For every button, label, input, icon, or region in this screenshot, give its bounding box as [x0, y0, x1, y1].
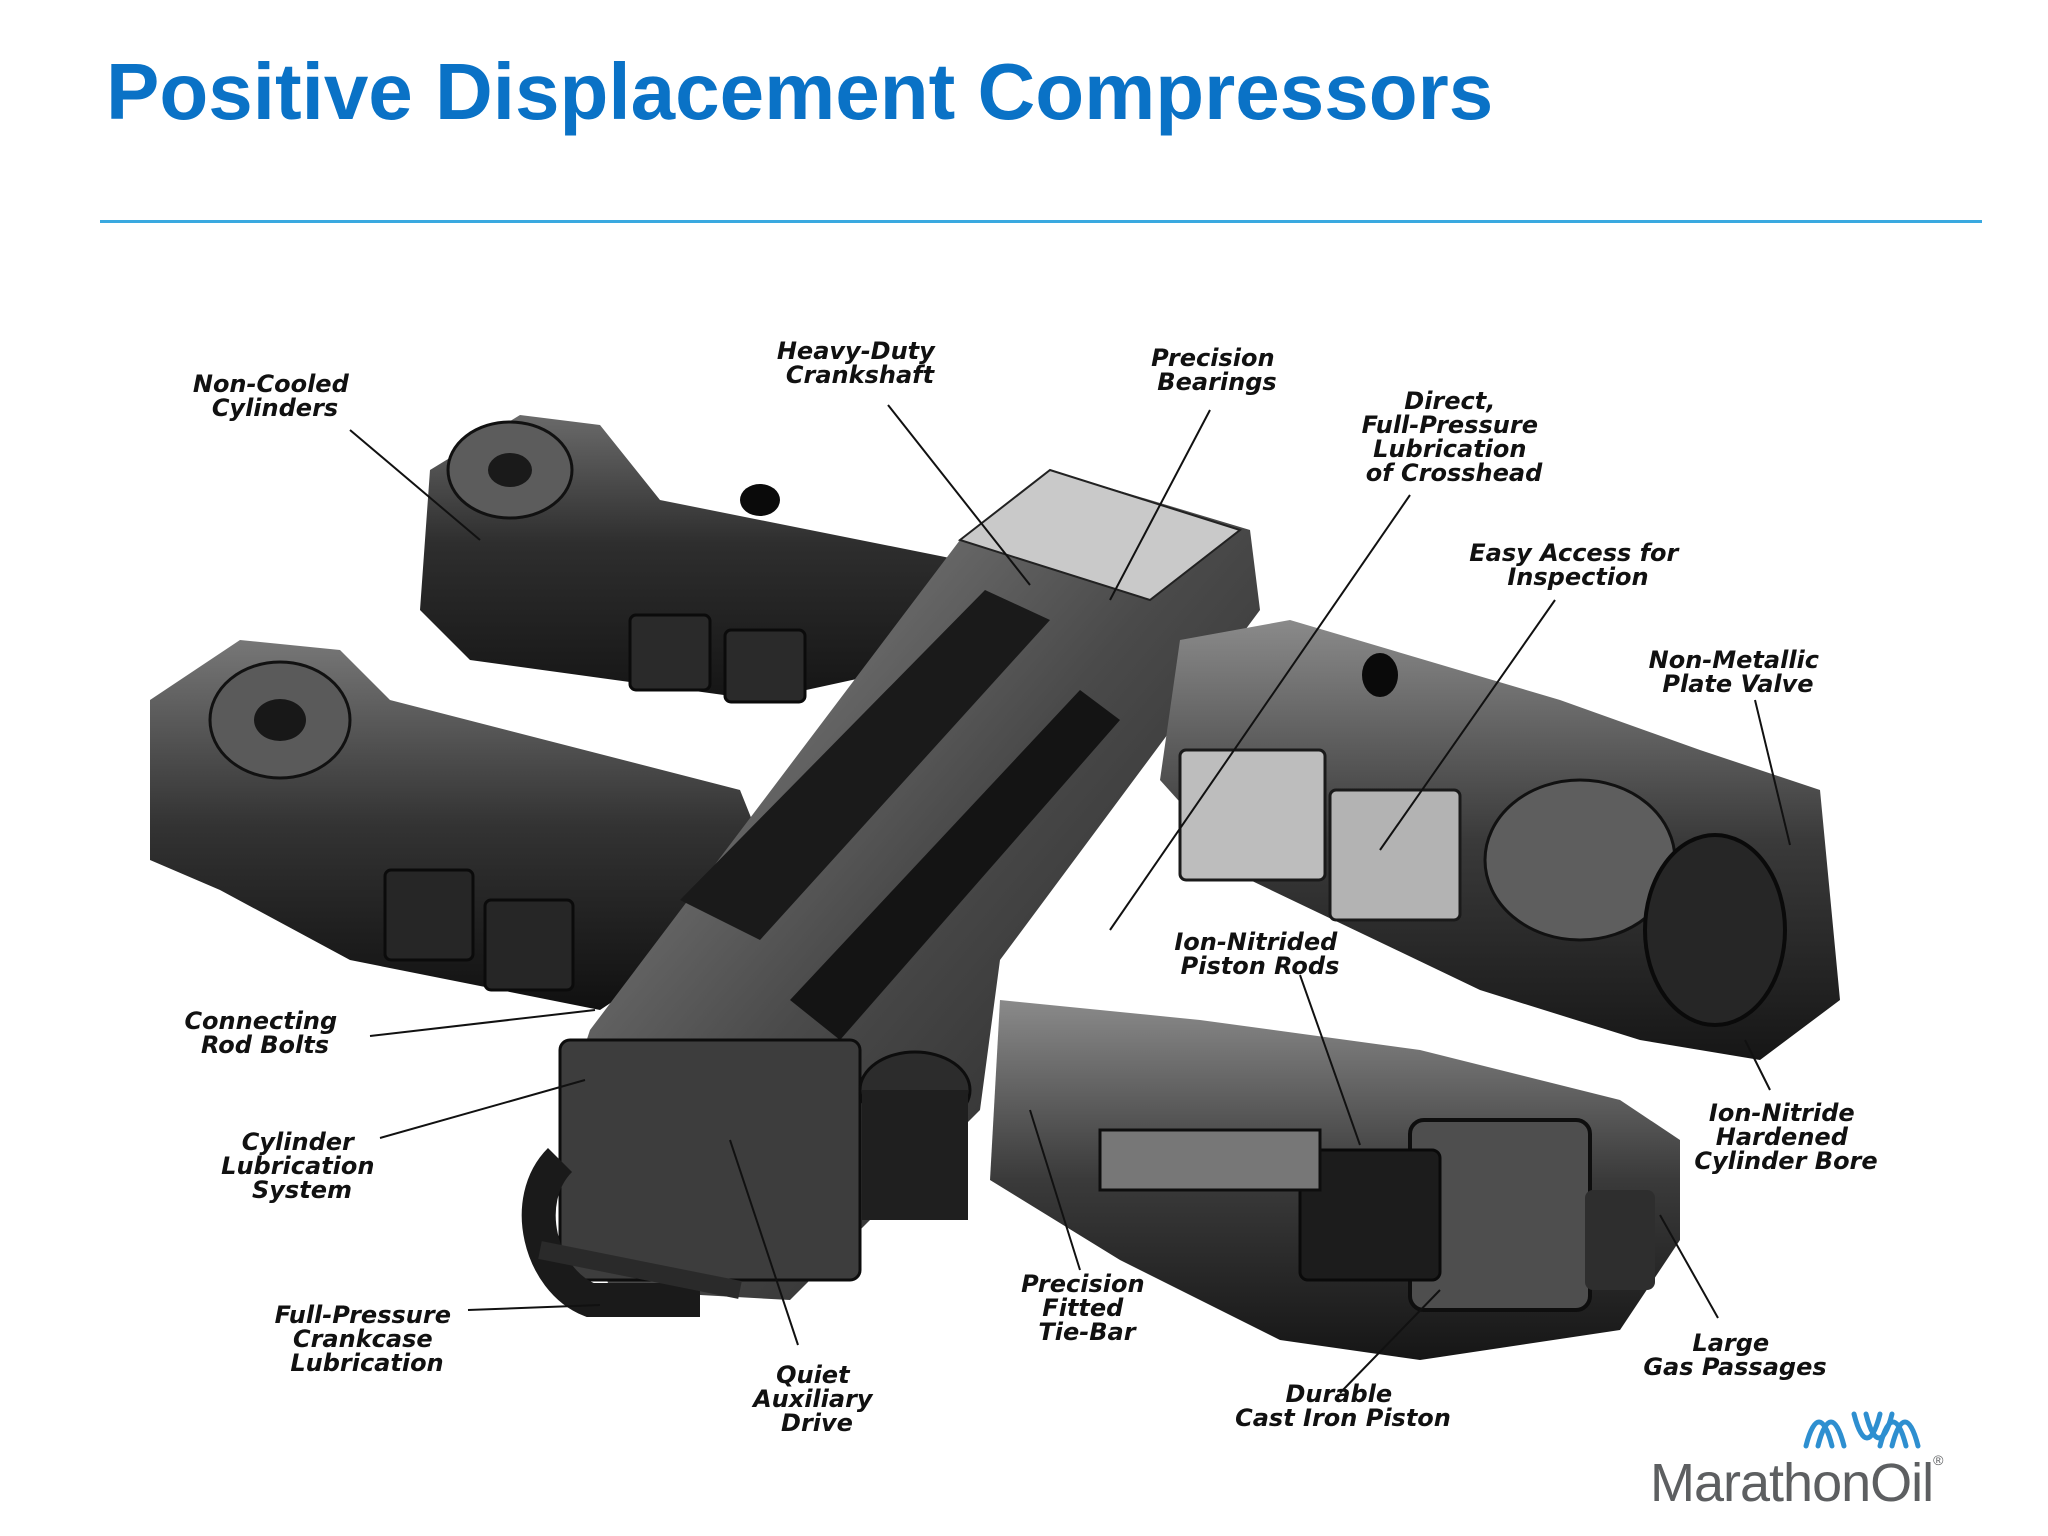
label-heavy-duty-crankshaft: Heavy-Duty Crankshaft — [777, 337, 943, 389]
label-durable-cast-iron-piston: Durable Cast Iron Piston — [1235, 1380, 1451, 1432]
label-ion-nitride-hardened-bore: Ion-Nitride Hardened Cylinder Bore — [1694, 1099, 1877, 1175]
label-full-pressure-crankcase-lubrication: Full-Pressure Crankcase Lubrication — [275, 1301, 460, 1377]
brand-wordmark: MarathonOil® — [1650, 1452, 1944, 1514]
crankcase-frame — [558, 468, 1260, 1300]
slide-title: Positive Displacement Compressors — [106, 47, 1494, 136]
title-divider — [100, 220, 1982, 223]
label-ion-nitrided-piston-rods: Ion-Nitrided Piston Rods — [1174, 928, 1345, 980]
crankcase-piping — [521, 1147, 742, 1317]
lower-left-cylinder — [150, 640, 780, 1010]
label-non-metallic-plate-valve: Non-Metallic Plate Valve — [1649, 646, 1828, 698]
marathon-oil-logo: MarathonOil® — [1650, 1408, 1990, 1518]
brand-name: MarathonOil — [1650, 1453, 1934, 1513]
callout-labels: Non-Cooled Cylinders Heavy-Duty Cranksha… — [184, 337, 1877, 1437]
upper-left-cylinder — [420, 415, 990, 704]
registered-mark: ® — [1933, 1452, 1943, 1468]
label-quiet-auxiliary-drive: Quiet Auxiliary Drive — [751, 1361, 881, 1437]
label-cylinder-lubrication-system: Cylinder Lubrication System — [221, 1128, 383, 1204]
marathon-wave-logo-icon — [1803, 1411, 1921, 1449]
label-easy-access-inspection: Easy Access for Inspection — [1469, 539, 1687, 591]
label-direct-full-pressure-lubrication: Direct, Full-Pressure Lubrication of Cro… — [1362, 387, 1547, 487]
label-connecting-rod-bolts: Connecting Rod Bolts — [184, 1007, 345, 1059]
label-precision-bearings: Precision Bearings — [1151, 344, 1283, 396]
label-precision-fitted-tie-bar: Precision Fitted Tie-Bar — [1021, 1270, 1153, 1346]
callout-leader-lines — [349, 404, 1791, 1394]
lower-right-cylinder — [990, 1000, 1680, 1360]
label-non-cooled-cylinders: Non-Cooled Cylinders — [193, 370, 357, 422]
upper-right-cylinder — [1160, 620, 1840, 1060]
label-large-gas-passages: Large Gas Passages — [1643, 1329, 1826, 1381]
compressor-illustration — [150, 415, 1840, 1360]
